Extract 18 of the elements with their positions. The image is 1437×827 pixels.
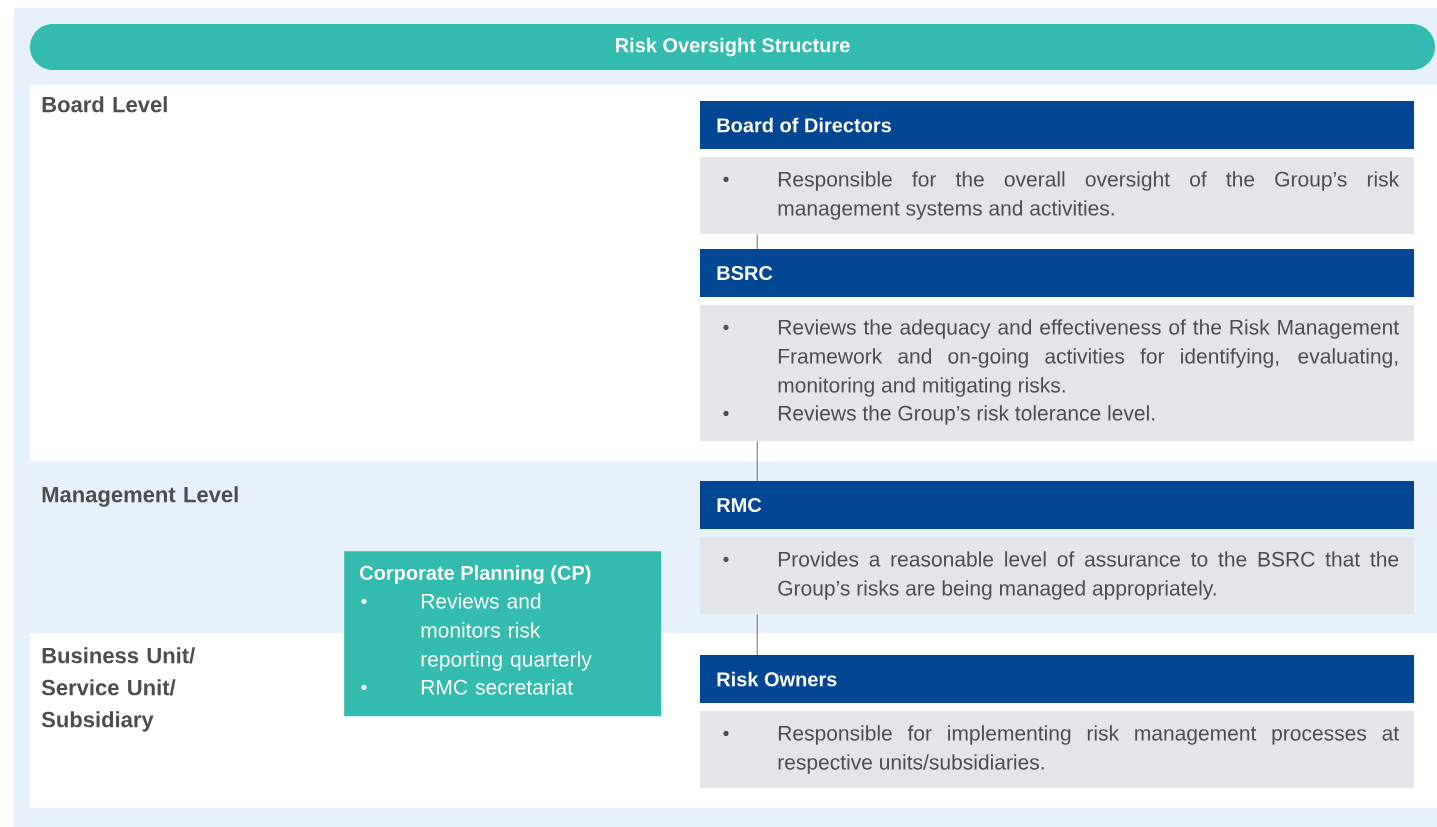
bullet-text: Responsible for implementing risk management processes at respective units/subsidiaries. xyxy=(778,725,1399,774)
bullet-text: Reviews the adequacy and effectiveness of the Risk Management Framework and on-going activities for identifying, evaluating, monitoring and mitigating risks. xyxy=(778,319,1399,397)
node-label: Risk Owners xyxy=(717,671,837,687)
connector-line xyxy=(756,441,758,482)
bullet-text: Responsible for the overall oversight of the Group’s risk management systems and activities. xyxy=(778,171,1400,220)
bullet-text: Reviews and monitors risk reporting quarterly xyxy=(421,593,592,671)
bullet-text: Provides a reasonable level of assurance to the BSRC that the Group’s risks are being managed appropriately. xyxy=(778,551,1399,600)
node-label: BSRC xyxy=(717,265,773,281)
bullet-text: Reviews the Group’s risk tolerance level. xyxy=(778,405,1155,425)
level-label: Board Level xyxy=(42,96,167,113)
bullet-text: RMC secretariat xyxy=(421,679,573,695)
node-label: Board of Directors xyxy=(717,117,891,133)
connector-line xyxy=(756,234,758,250)
level-label: Business Unit/ Service Unit/ Subsidiary xyxy=(41,647,195,732)
level-label: Management Level xyxy=(42,486,238,507)
title-bar: Risk Oversight Structure xyxy=(30,24,1435,70)
node-label: RMC xyxy=(717,497,762,513)
connector-line xyxy=(756,614,758,656)
